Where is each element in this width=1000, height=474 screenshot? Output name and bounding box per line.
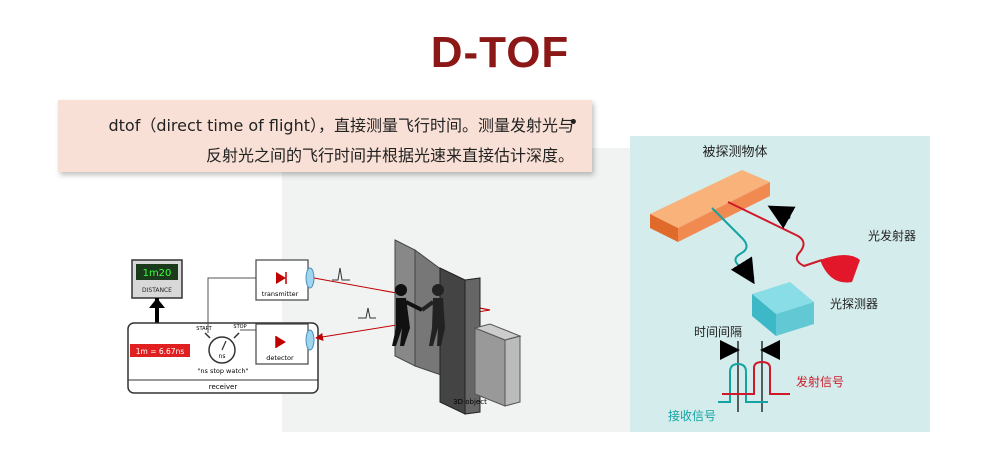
emitter-label: 光发射器 — [868, 228, 916, 243]
emit-signal-waveform — [722, 360, 790, 395]
3d-object-scene — [394, 239, 522, 415]
detected-object — [650, 170, 770, 242]
distance-display-value: 1m20 — [143, 268, 172, 279]
time-readout-text: 1m = 6.67ns — [136, 347, 185, 356]
returned-pulse — [358, 307, 376, 319]
person-right — [420, 284, 445, 346]
start-label: START — [196, 326, 212, 332]
right-panel — [630, 136, 930, 432]
distance-display-label: DISTANCE — [142, 287, 172, 294]
stopwatch-ns-label: ns — [219, 353, 226, 360]
object-label: 被探测物体 — [702, 145, 767, 160]
stopwatch-icon — [204, 332, 240, 364]
light-detector — [752, 282, 814, 336]
detector-label: detector — [266, 354, 294, 362]
description-callout: dtof（direct time of flight），直接测量飞行时间。测量发… — [58, 100, 592, 172]
detector-label: 光探测器 — [830, 297, 878, 311]
emit-signal-label: 发射信号 — [796, 374, 844, 389]
person-left — [392, 284, 423, 346]
description-line-2: 反射光之间的飞行时间并根据光速来直接估计深度。 — [205, 146, 574, 165]
description-line-1: dtof（direct time of flight），直接测量飞行时间。测量发… — [108, 116, 574, 135]
distance-display: 1m20 DISTANCE — [131, 259, 183, 299]
bullet-dot: • — [568, 112, 579, 133]
object-label: 3D object — [453, 398, 487, 406]
stop-label: STOP — [233, 324, 246, 330]
stopwatch-caption: "ns stop watch" — [197, 367, 248, 375]
time-readout — [130, 344, 190, 357]
emitted-pulse — [332, 267, 350, 281]
tof-principle-diagram: 被探测物体 光发射器 光探测器 时间间隔 发射信号 接收信号 — [650, 145, 916, 423]
dtof-system-diagram: 1m20 DISTANCE receiver 1m = 6.67ns ns ST… — [127, 239, 522, 415]
interval-label: 时间间隔 — [694, 325, 742, 339]
transmitter-label: transmitter — [262, 290, 299, 298]
detector-unit: detector — [255, 323, 315, 365]
receive-signal-waveform — [718, 362, 768, 403]
page-title: D-TOF — [430, 28, 570, 77]
light-emitter — [820, 255, 860, 283]
transmitter-unit: transmitter — [255, 259, 315, 301]
receiver-label: receiver — [209, 383, 238, 391]
emitted-light-path — [727, 201, 823, 268]
receive-signal-label: 接收信号 — [668, 408, 716, 423]
